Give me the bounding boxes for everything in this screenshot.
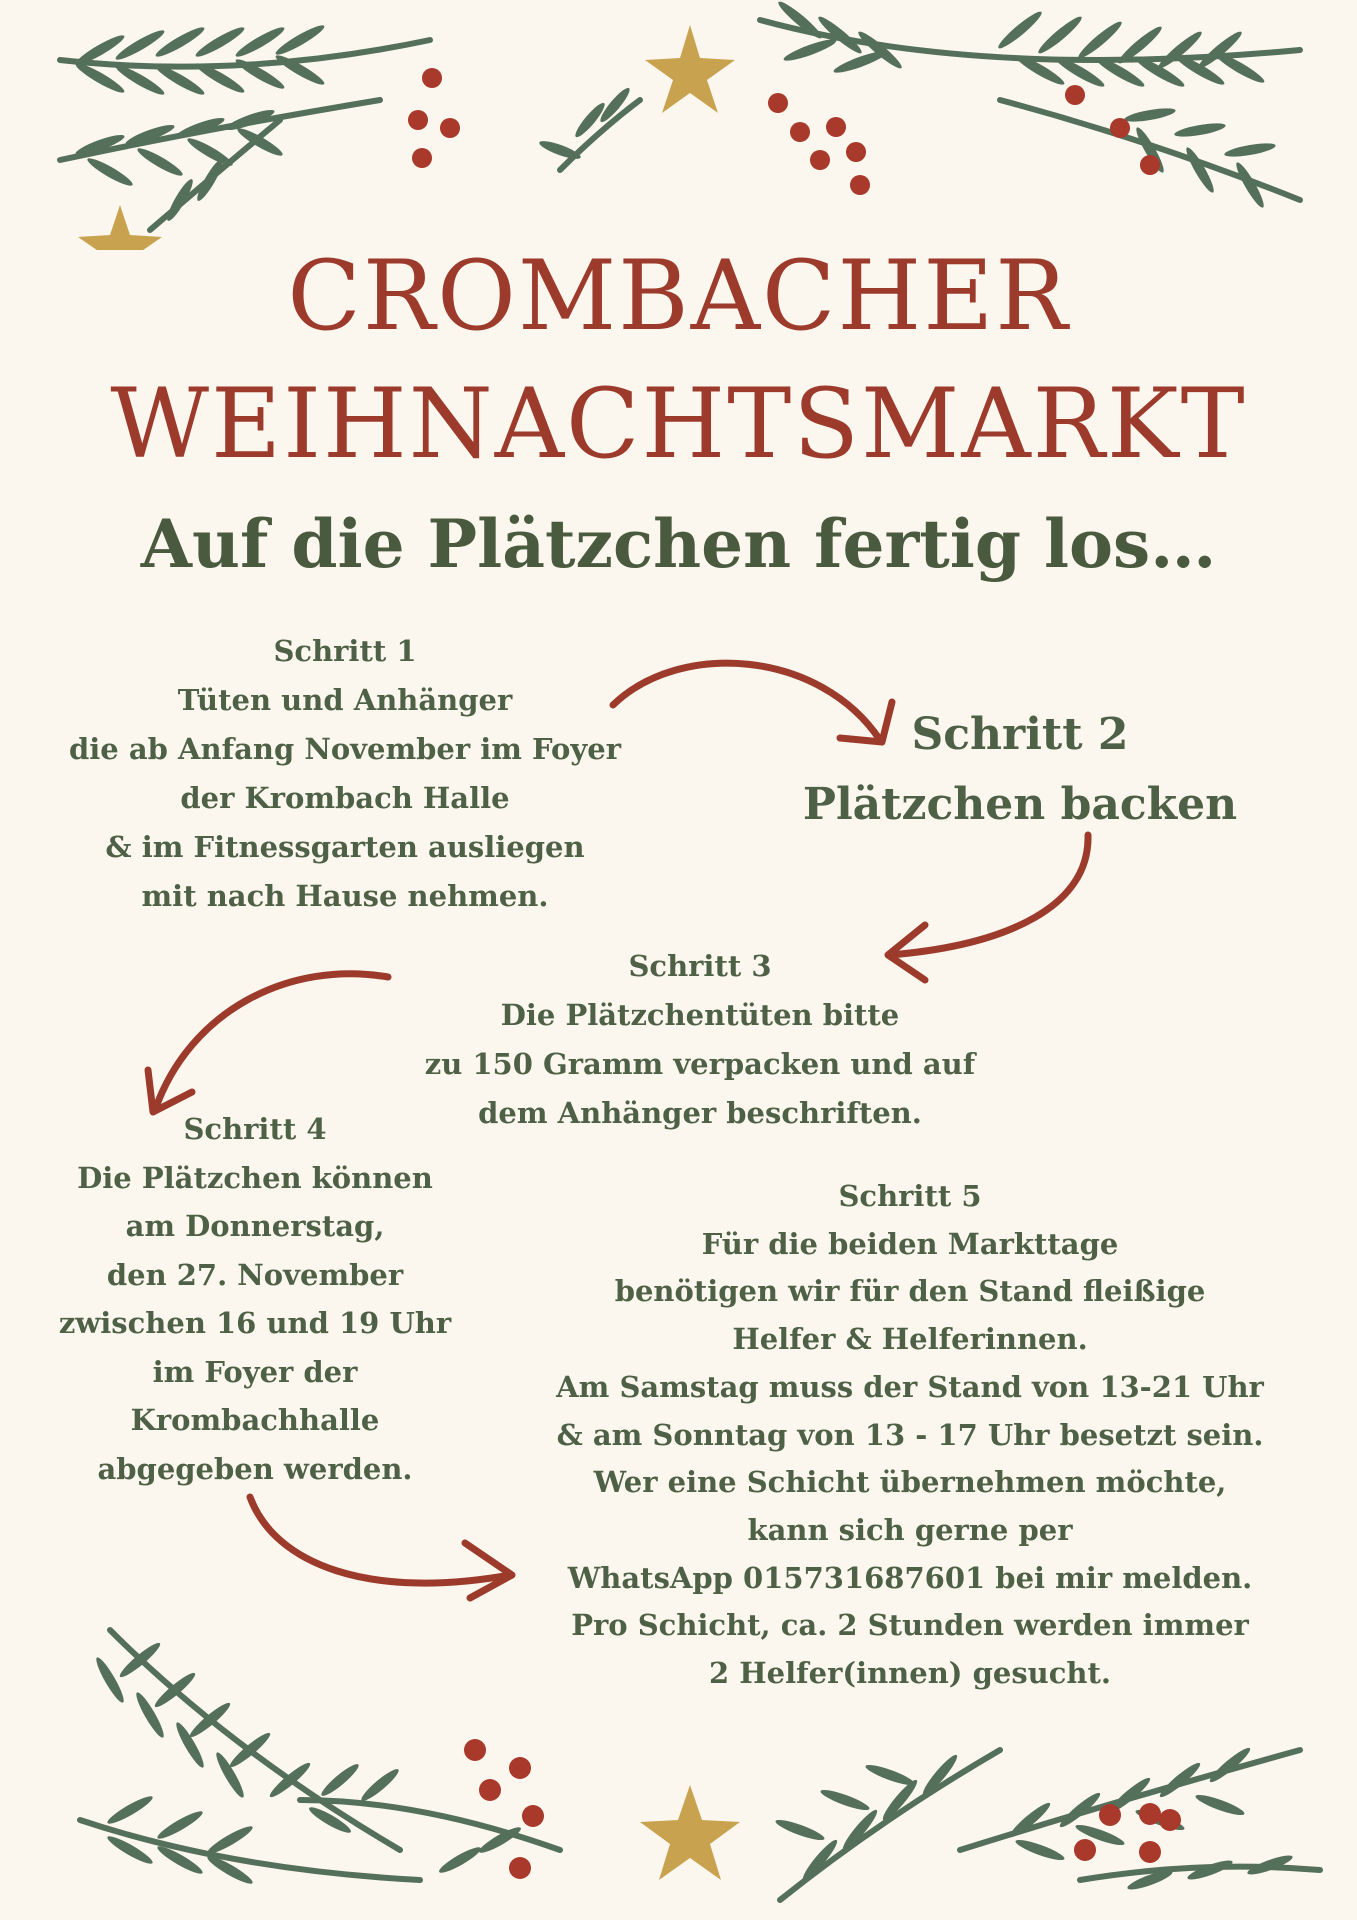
step-line: den 27. November bbox=[106, 1257, 404, 1292]
step-line: & am Sonntag von 13 - 17 Uhr besetzt sei… bbox=[556, 1417, 1264, 1452]
step-line: die ab Anfang November im Foyer bbox=[69, 732, 621, 766]
step-line: Die Plätzchentüten bitte bbox=[500, 998, 900, 1032]
step-line: zwischen 16 und 19 Uhr bbox=[58, 1306, 452, 1340]
step-line: Wer eine Schicht übernehmen möchte, bbox=[593, 1465, 1227, 1500]
step-line: im Foyer der bbox=[152, 1354, 358, 1389]
step-line: am Donnerstag, bbox=[125, 1209, 385, 1243]
step-line: Plätzchen backen bbox=[802, 779, 1238, 830]
page-title-line-2: WEIHNACHTSMARKT bbox=[110, 368, 1247, 480]
step-line: der Krombach Halle bbox=[180, 781, 510, 815]
step-line: Pro Schicht, ca. 2 Stunden werden immer bbox=[571, 1608, 1249, 1643]
step-4: Schritt 4 Die Plätzchen können am Donner… bbox=[40, 1105, 470, 1493]
arrow-step2-to-step3 bbox=[886, 831, 1092, 959]
star-icon bbox=[640, 1785, 740, 1880]
step-3: Schritt 3 Die Plätzchentüten bitte zu 15… bbox=[380, 942, 1020, 1138]
step-line: abgegeben werden. bbox=[97, 1451, 413, 1486]
step-line: dem Anhänger beschriften. bbox=[478, 1096, 922, 1130]
page-title-line-1: CROMBACHER bbox=[287, 240, 1070, 352]
top-greenery-decoration bbox=[57, 1, 1303, 250]
step-line: benötigen wir für den Stand fleißige bbox=[614, 1274, 1206, 1309]
step-line: kann sich gerne per bbox=[747, 1512, 1073, 1547]
step-heading: Schritt 1 bbox=[273, 634, 417, 668]
step-heading: Schritt 4 bbox=[183, 1112, 327, 1146]
step-line: Tüten und Anhänger bbox=[177, 683, 513, 717]
step-heading: Schritt 5 bbox=[838, 1179, 982, 1213]
step-line: zu 150 Gramm verpacken und auf bbox=[424, 1047, 976, 1081]
step-heading: Schritt 2 bbox=[911, 709, 1129, 760]
page-subtitle: Auf die Plätzchen fertig los… bbox=[140, 505, 1217, 583]
step-line: WhatsApp 015731687601 bei mir melden. bbox=[567, 1560, 1253, 1595]
arrow-step4-to-step5 bbox=[246, 1493, 514, 1587]
step-line: 2 Helfer(innen) gesucht. bbox=[709, 1656, 1111, 1691]
step-line: Für die beiden Markttage bbox=[701, 1226, 1119, 1261]
step-line: & im Fitnessgarten ausliegen bbox=[105, 830, 585, 864]
step-5: Schritt 5 Für die beiden Markttage benöt… bbox=[540, 1173, 1280, 1698]
step-line: mit nach Hause nehmen. bbox=[141, 879, 549, 913]
step-line: Helfer & Helferinnen. bbox=[732, 1322, 1088, 1357]
step-heading: Schritt 3 bbox=[628, 949, 772, 983]
step-line: Die Plätzchen können bbox=[77, 1160, 433, 1195]
step-line: Am Samstag muss der Stand von 13-21 Uhr bbox=[556, 1369, 1264, 1404]
arrow-step3-to-step4 bbox=[151, 970, 392, 1114]
step-2: Schritt 2 Plätzchen backen bbox=[790, 700, 1250, 840]
branch bbox=[57, 37, 433, 70]
step-1: Schritt 1 Tüten und Anhänger die ab Anfa… bbox=[40, 627, 650, 921]
step-line: Krombachhalle bbox=[130, 1403, 380, 1437]
star-icon bbox=[78, 25, 735, 250]
